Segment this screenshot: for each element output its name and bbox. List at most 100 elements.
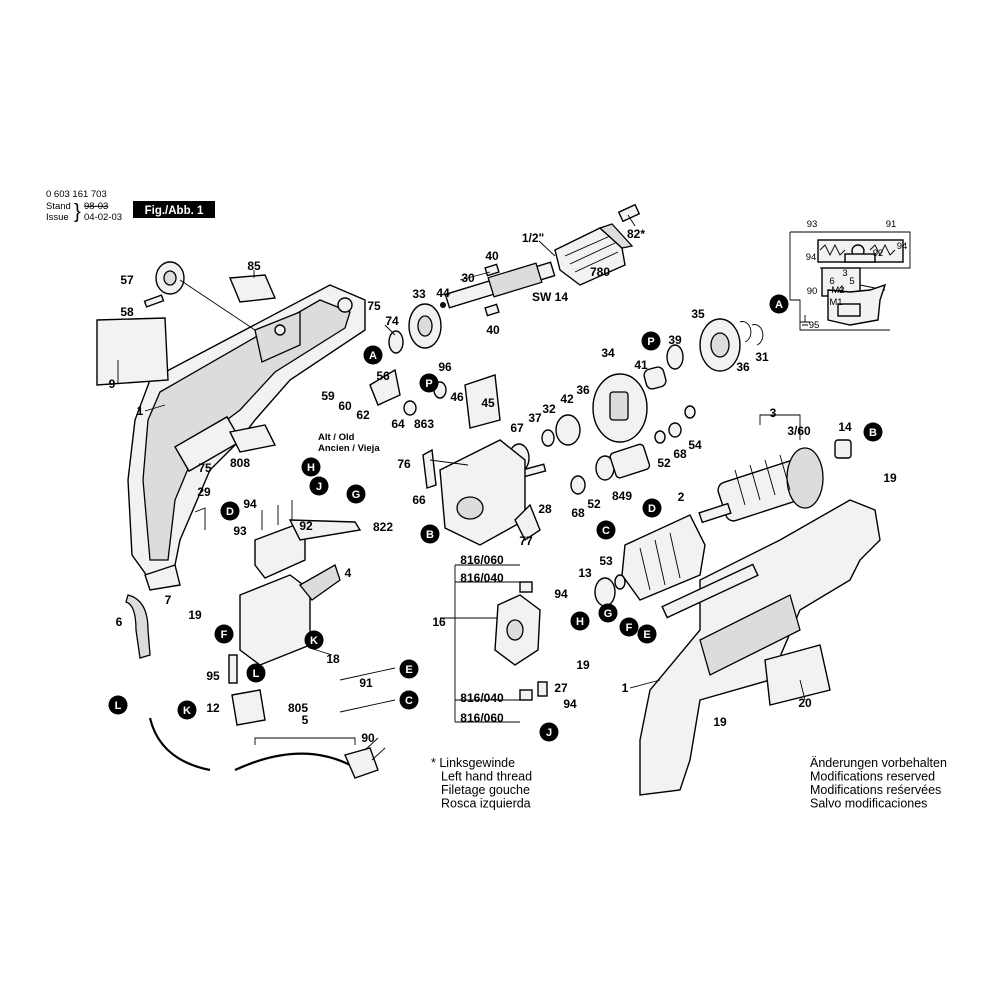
callout-circle-e [399,659,419,679]
part-label-44: 44 [436,286,450,300]
callout-circle-d [220,501,240,521]
callout-circle-h [301,457,321,477]
label-85 [228,274,277,303]
part-label-16: 16 [432,615,446,629]
callout-circle-j [539,722,559,742]
label-808 [228,424,277,453]
part-label-18: 18 [326,652,340,666]
part-label-68: 68 [673,447,687,461]
part-label-40: 40 [485,249,499,263]
gear-train [508,318,764,495]
callout-circle-f [214,624,234,644]
schematic-label-M2: M2 [831,285,844,296]
callout-letter-d: D [648,503,656,515]
callout-letter-p: P [425,378,432,390]
field-stator-2 [594,514,706,607]
thread-note-line-1: Left hand thread [441,770,532,784]
schematic-label-94: 94 [806,252,817,263]
schematic-label-91: 91 [886,219,897,230]
part-label-74: 74 [385,314,399,328]
callout-circle-e [637,624,657,644]
part-label-35: 35 [691,307,705,321]
callout-circle-c [596,520,616,540]
part-label-1: 1 [137,404,144,418]
part-label-863: 863 [414,417,434,431]
depth-knob-57 [143,261,185,308]
part-label-19: 19 [713,715,727,729]
callout-circle-b [420,524,440,544]
part-label-14: 14 [838,420,852,434]
part-label-33: 33 [412,287,426,301]
callout-circle-p [641,331,661,351]
part-label-3: 3 [770,406,777,420]
callout-circle-h [570,611,590,631]
modification-note-line-3: Salvo modificaciones [810,797,927,811]
thread-note-line-2: Filetage gouche [441,783,530,797]
switch-lever-56 [369,368,401,406]
part-label-29: 29 [197,485,211,499]
callout-circle-k [304,630,324,650]
part-label-45: 45 [481,396,495,410]
part-label-849: 849 [612,489,632,503]
part-label-53: 53 [599,554,613,568]
callout-letter-a: A [775,299,783,311]
part-label-36: 36 [576,383,590,397]
part-label-13: 13 [578,566,592,580]
modification-note-line-0: Änderungen vorbehalten [810,756,947,770]
callout-circle-l [246,663,266,683]
drill-chuck-780 [554,203,641,286]
schematic-label-93: 93 [807,219,818,230]
figure-badge: Fig./Abb. 1 [145,205,204,217]
part-label-780: 780 [590,265,610,279]
part-label-94: 94 [243,497,257,511]
brush-holder-16 [494,581,548,701]
capacitor-95 [228,654,238,684]
part-label-90: 90 [361,731,375,745]
callout-letter-h: H [307,462,315,474]
callout-letter-g: G [352,489,361,501]
part-label-52: 52 [587,497,601,511]
part-label-76: 76 [397,457,411,471]
callout-letter-c: C [602,525,610,537]
callout-circle-d [642,498,662,518]
part-label-6: 6 [116,615,123,629]
part-label-94: 94 [554,587,568,601]
schematic-label-94: 94 [897,241,908,252]
part-label-39: 39 [668,333,682,347]
part-label-93: 93 [233,524,247,538]
part-label-816_060: 816/060 [460,711,504,725]
part-label-77: 77 [519,534,533,548]
power-cord-805 [148,717,386,779]
cable-sleeve-6 [125,594,151,659]
part-label-94: 94 [563,697,577,711]
callout-letter-j: J [546,727,552,739]
part-label-67: 67 [510,421,524,435]
callout-circle-g [598,603,618,623]
callout-letter-e: E [405,664,412,676]
part-label-4: 4 [345,566,352,580]
part-label-41: 41 [634,358,648,372]
callout-letter-a: A [369,350,377,362]
part-number: 0 603 161 703 [46,189,107,200]
callout-letter-k: K [183,705,191,717]
part-label-85: 85 [247,259,261,273]
part-label-822: 822 [373,520,393,534]
modification-note-line-1: Modifications reserved [810,770,935,784]
part-label-58: 58 [120,305,134,319]
part-label-808: 808 [230,456,250,470]
part-label-68: 68 [571,506,585,520]
part-label-12: 12 [206,701,220,715]
housing-half-left [127,284,366,591]
schematic-label-5: 5 [849,276,854,287]
part-label-27: 27 [554,681,568,695]
callout-letter-e: E [643,629,650,641]
callout-letter-g: G [604,608,613,620]
callout-letter-k: K [310,635,318,647]
part-label-95: 95 [206,669,220,683]
part-label-62: 62 [356,408,370,422]
callout-circle-p [419,373,439,393]
callout-letter-b: B [869,427,877,439]
